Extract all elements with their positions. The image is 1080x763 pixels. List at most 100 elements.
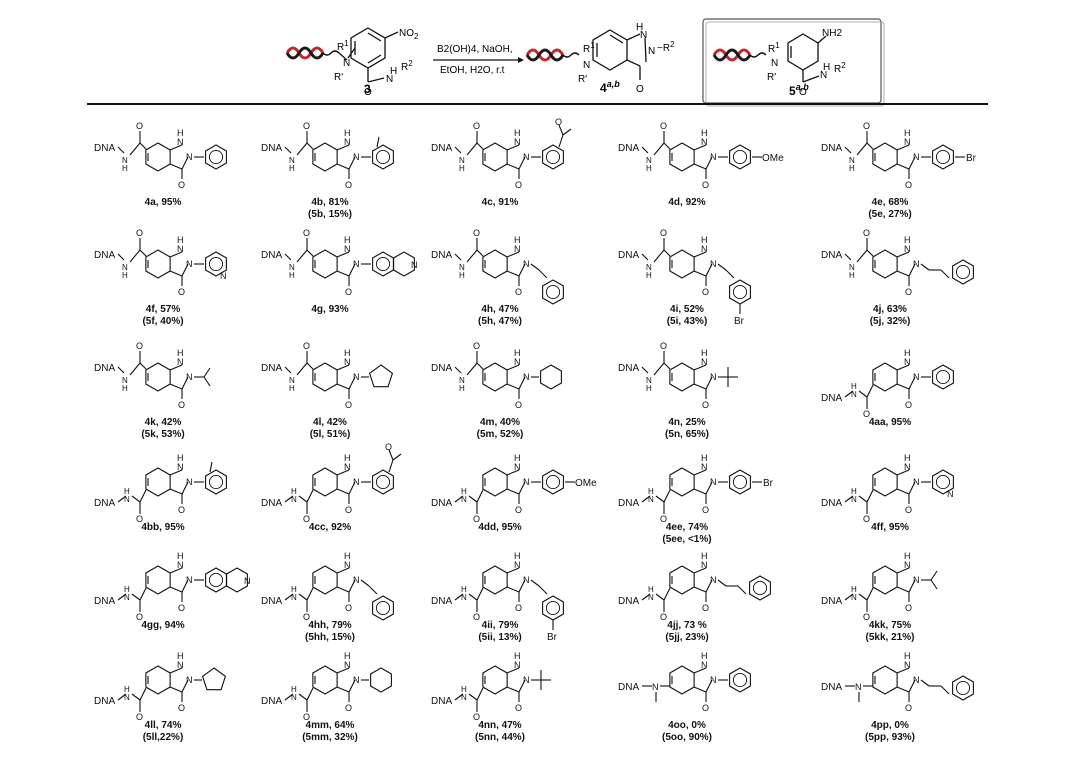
compound-side-yield: (5b, 15%)	[308, 209, 352, 220]
compound-label: 4j, 63%	[873, 304, 907, 315]
svg-text:N: N	[459, 263, 465, 272]
svg-text:H: H	[646, 384, 652, 393]
svg-text:O: O	[303, 712, 310, 722]
svg-text:N: N	[851, 390, 857, 399]
svg-text:H: H	[177, 551, 184, 561]
svg-text:H: H	[459, 271, 465, 280]
svg-text:H: H	[344, 453, 351, 463]
svg-text:N: N	[849, 263, 855, 272]
svg-text:O: O	[636, 84, 644, 95]
svg-text:N: N	[344, 462, 351, 472]
svg-text:R1: R1	[337, 39, 349, 53]
svg-text:DNA: DNA	[94, 498, 115, 509]
compound-label: 4jj, 73 %	[667, 620, 707, 631]
svg-text:N: N	[353, 152, 360, 162]
compound-side-yield: (5l, 51%)	[310, 429, 351, 440]
svg-text:N: N	[710, 575, 717, 585]
svg-text:N: N	[291, 593, 297, 602]
compound-label: 4ee, 74%	[666, 522, 708, 533]
compound-side-yield: (5ii, 13%)	[478, 632, 521, 643]
svg-text:N: N	[710, 477, 717, 487]
svg-text:Br: Br	[734, 316, 745, 327]
svg-text:H: H	[851, 487, 857, 496]
svg-text:DNA: DNA	[261, 596, 282, 607]
svg-text:O: O	[345, 703, 352, 713]
svg-text:N: N	[646, 156, 652, 165]
svg-text:N: N	[855, 682, 862, 692]
svg-text:N: N	[244, 576, 251, 586]
svg-text:DNA: DNA	[261, 143, 282, 154]
svg-text:R1: R1	[768, 41, 780, 55]
svg-text:O: O	[473, 612, 480, 622]
svg-text:N: N	[771, 58, 778, 69]
svg-text:N: N	[220, 271, 227, 281]
svg-text:H: H	[461, 585, 467, 594]
compound-side-yield: (5k, 53%)	[141, 429, 184, 440]
svg-text:N: N	[514, 357, 521, 367]
compound-side-yield: (5m, 52%)	[477, 429, 524, 440]
svg-text:DNA: DNA	[431, 498, 452, 509]
compound-label: 4f, 57%	[146, 304, 181, 315]
svg-text:N: N	[343, 58, 350, 69]
svg-text:N: N	[177, 462, 184, 472]
svg-text:H: H	[646, 271, 652, 280]
svg-text:N: N	[913, 477, 920, 487]
svg-text:H: H	[514, 235, 521, 245]
svg-text:N: N	[523, 259, 530, 269]
svg-text:N: N	[186, 575, 193, 585]
svg-text:O: O	[660, 514, 667, 524]
compound-side-yield: (5mm, 32%)	[302, 732, 358, 743]
svg-text:O: O	[385, 442, 392, 452]
scheme-header: R1 N R' NO2 N H R2 O 3 3 B2(OH)4, NaOH, …	[285, 18, 885, 107]
svg-text:O: O	[515, 180, 522, 190]
compound-side-yield: (5j, 32%)	[870, 316, 911, 327]
svg-text:DNA: DNA	[821, 393, 842, 404]
svg-text:DNA: DNA	[94, 250, 115, 261]
compound-label: 4ii, 79%	[482, 620, 519, 631]
svg-text:H: H	[344, 551, 351, 561]
svg-text:O: O	[799, 87, 807, 98]
svg-text:H: H	[124, 585, 130, 594]
svg-text:O: O	[905, 287, 912, 297]
svg-text:N: N	[913, 575, 920, 585]
svg-text:H: H	[122, 164, 128, 173]
svg-text:N: N	[122, 376, 128, 385]
svg-text:O: O	[863, 121, 870, 131]
compound-side-yield: (5h, 47%)	[478, 316, 522, 327]
svg-text:N: N	[344, 660, 351, 670]
compound-label: 4d, 92%	[668, 197, 705, 208]
compound-label: 4oo, 0%	[668, 720, 706, 731]
svg-text:H: H	[904, 453, 911, 463]
svg-text:N: N	[124, 495, 130, 504]
svg-text:H: H	[344, 128, 351, 138]
svg-text:N: N	[124, 693, 130, 702]
svg-text:N: N	[701, 137, 708, 147]
svg-text:N: N	[913, 152, 920, 162]
reaction-arrow	[433, 57, 524, 63]
svg-text:N: N	[186, 152, 193, 162]
svg-text:H: H	[459, 384, 465, 393]
compound-label: 4b, 81%	[311, 197, 348, 208]
svg-text:O: O	[345, 287, 352, 297]
compound-label: 4nn, 47%	[478, 720, 521, 731]
svg-text:H: H	[701, 348, 708, 358]
svg-text:N: N	[186, 372, 193, 382]
svg-text:N: N	[851, 495, 857, 504]
svg-text:O: O	[473, 121, 480, 131]
svg-text:O: O	[178, 505, 185, 515]
svg-text:H: H	[122, 271, 128, 280]
svg-text:O: O	[473, 712, 480, 722]
svg-text:NO2: NO2	[399, 28, 419, 41]
svg-text:DNA: DNA	[94, 143, 115, 154]
dna-helix-icon	[285, 46, 325, 60]
